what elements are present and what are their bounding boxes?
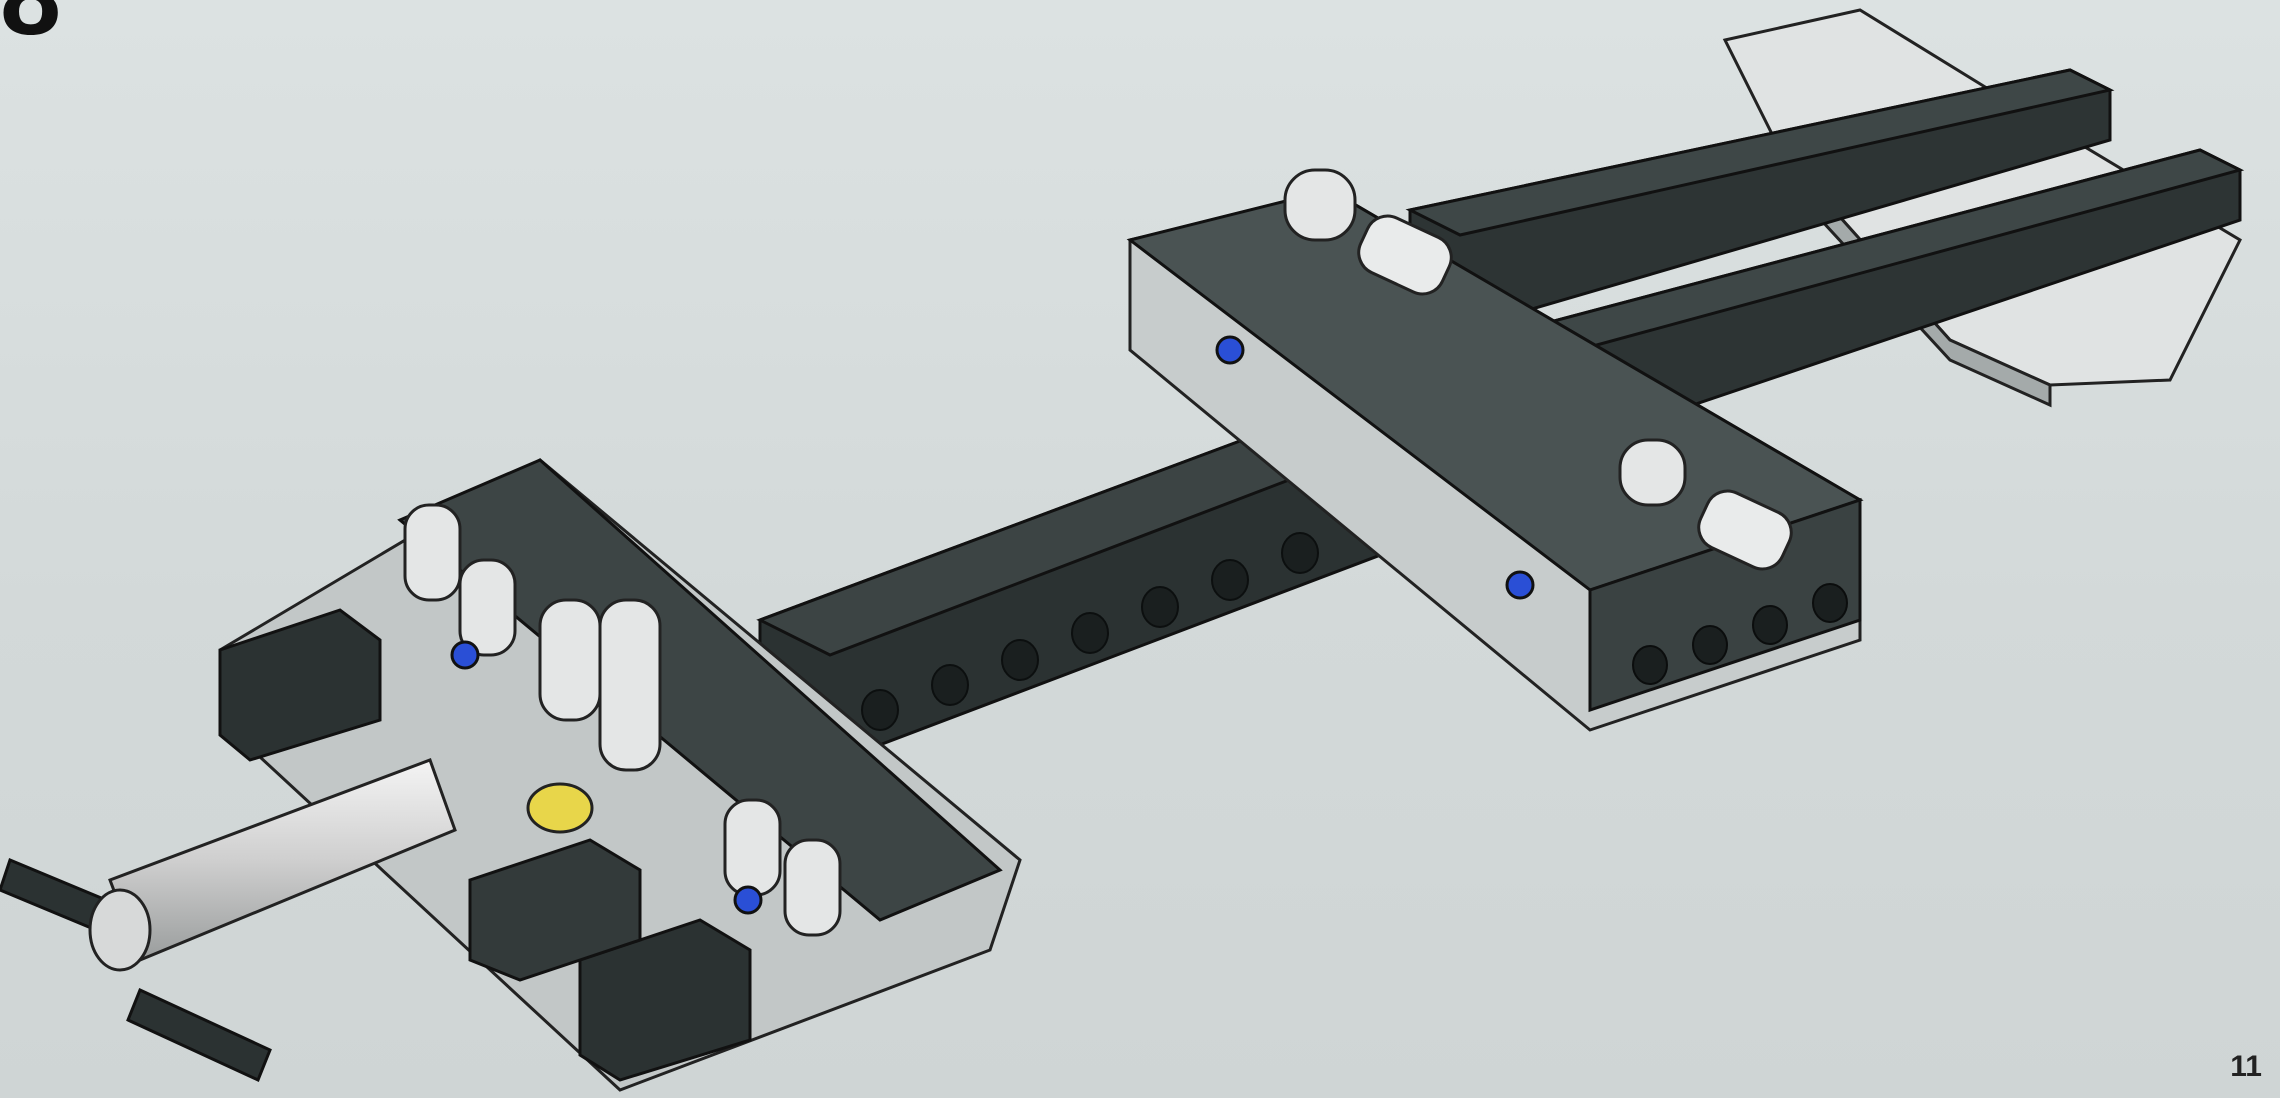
front-axle-assembly bbox=[0, 760, 455, 1080]
yellow-bush bbox=[528, 784, 592, 832]
page-number: 11 bbox=[2230, 1050, 2262, 1084]
